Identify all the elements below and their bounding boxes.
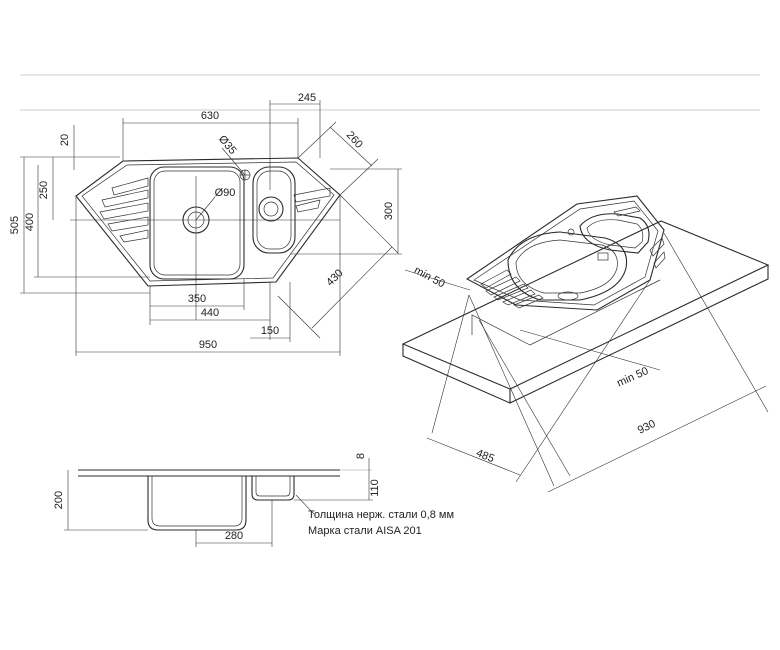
dim-430: 430 — [324, 267, 345, 288]
dim-dia35: Ø35 — [216, 133, 239, 157]
dim-min50-left: min 50 — [412, 264, 447, 290]
iso-sink-outline — [465, 195, 665, 311]
side-small-bowl — [251, 476, 295, 501]
top-view: 630 245 260 20 Ø35 Ø90 505 400 250 — [9, 74, 760, 356]
sink-outline — [75, 157, 341, 287]
dim-20: 20 — [59, 134, 71, 146]
dim-300: 300 — [383, 202, 395, 220]
main-bowl — [149, 166, 245, 280]
dim-245: 245 — [298, 92, 316, 104]
dim-dia90: Ø90 — [215, 187, 236, 199]
note-thickness: Толщина нерж. стали 0,8 мм — [308, 509, 454, 521]
dim-260: 260 — [344, 129, 365, 151]
small-drain — [258, 196, 284, 222]
dim-440: 440 — [201, 307, 219, 319]
iso-faucet — [597, 252, 609, 261]
side-main-bowl — [147, 476, 247, 531]
dim-side-8: 8 — [355, 453, 367, 459]
small-bowl — [252, 166, 296, 254]
iso-drain-grooves — [480, 206, 666, 309]
iso-view: 485 930 min 50 min 50 — [401, 195, 770, 493]
dim-side-200: 200 — [53, 491, 65, 509]
iso-small-bowl — [579, 213, 650, 254]
dim-min50-right: min 50 — [615, 365, 650, 389]
dim-350: 350 — [188, 293, 206, 305]
dim-930: 930 — [636, 418, 658, 437]
iso-main-bowl — [507, 231, 628, 301]
drain-grooves — [99, 177, 331, 243]
dim-side-110: 110 — [369, 479, 381, 497]
dim-505: 505 — [9, 216, 21, 234]
dim-400: 400 — [24, 213, 36, 231]
dim-250: 250 — [38, 181, 50, 199]
dim-150: 150 — [261, 325, 279, 337]
dim-950: 950 — [199, 339, 217, 351]
dim-630: 630 — [201, 110, 219, 122]
dim-side-280: 280 — [225, 530, 243, 542]
iso-main-drain — [557, 291, 579, 301]
dim-485: 485 — [474, 447, 496, 465]
side-view: 200 8 110 280 Толщина нерж. стали 0,8 мм… — [53, 453, 454, 547]
note-steel-grade: Марка стали AISA 201 — [308, 525, 422, 537]
